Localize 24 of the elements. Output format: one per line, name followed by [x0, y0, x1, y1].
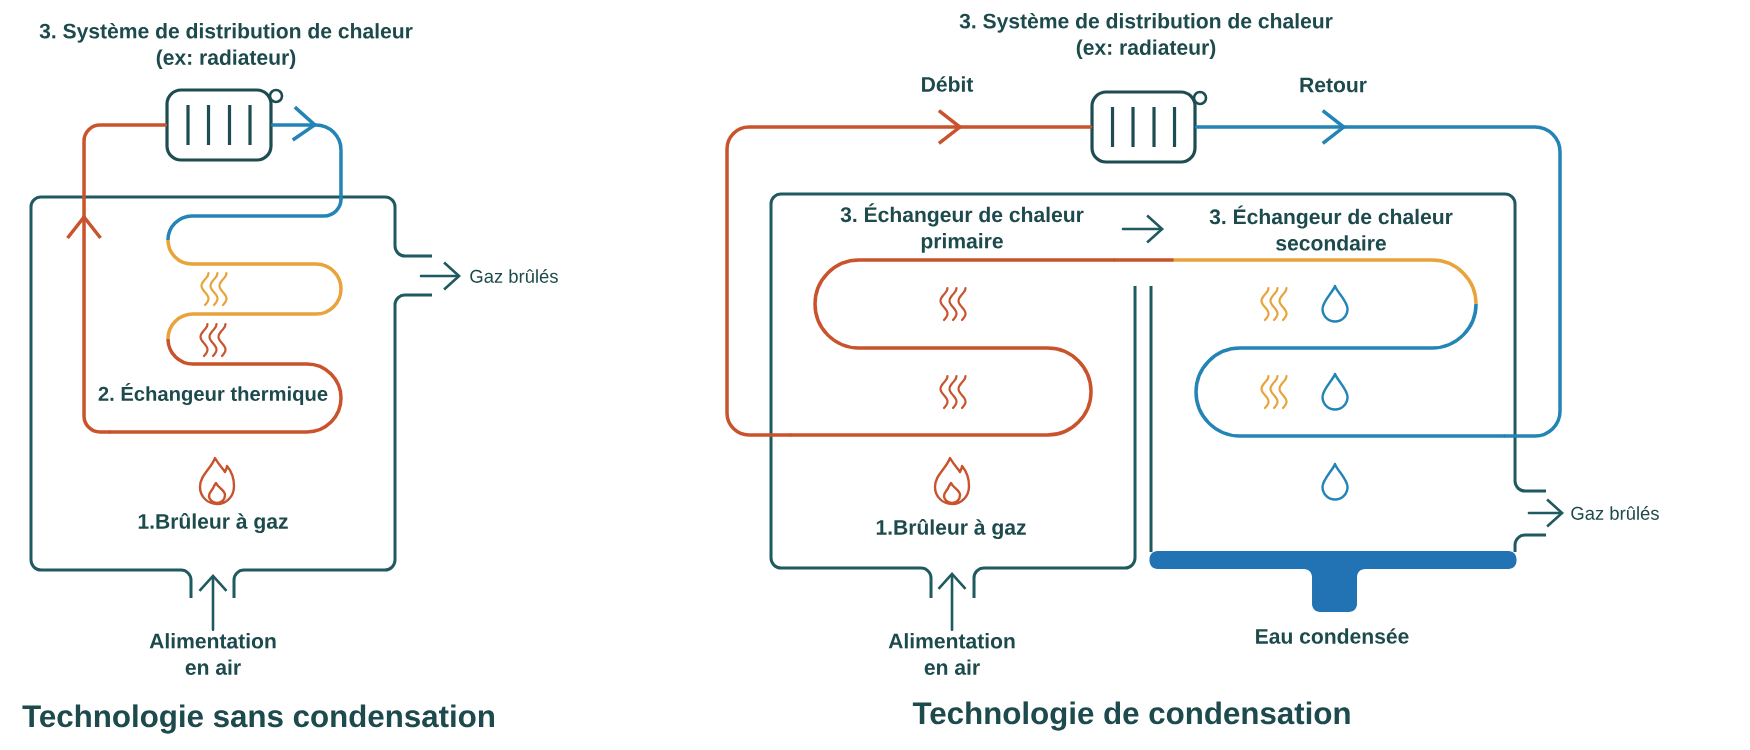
pipe	[725, 109, 1093, 437]
label: Gaz brûlés	[470, 269, 558, 283]
label: 1.Brûleur à gaz	[876, 518, 1026, 540]
boundary-line	[769, 192, 1548, 612]
arrow	[937, 571, 967, 632]
text-label: Eau condensée	[1256, 628, 1409, 644]
heading: 3. Échangeur de chaleur primaire	[840, 203, 1084, 253]
pipe	[1194, 109, 1562, 438]
panel-title: Technologie de condensation	[912, 701, 1350, 731]
pipe	[66, 123, 168, 434]
heading: 3. Système de distribution de chaleur (ex: radiateur)	[39, 22, 413, 70]
label: Alimentation en air	[888, 633, 1015, 675]
edge-label: Retour	[1300, 77, 1367, 93]
label: 2. Échangeur thermique	[98, 382, 328, 406]
label: 1.Brûleur à gaz	[138, 512, 288, 534]
boundary-line	[29, 195, 434, 600]
panel-title: Technologie sans condensation	[22, 704, 494, 734]
heading: 3. Système de distribution de chaleur (ex: radiateur)	[959, 12, 1333, 60]
label: Gaz brûlés	[1571, 506, 1659, 520]
edge-label: Débit	[922, 76, 974, 92]
heading: 3. Échangeur de chaleur secondaire	[1209, 205, 1453, 251]
label: Alimentation en air	[149, 633, 276, 675]
pipe	[270, 105, 343, 201]
pipe	[1113, 258, 1174, 262]
